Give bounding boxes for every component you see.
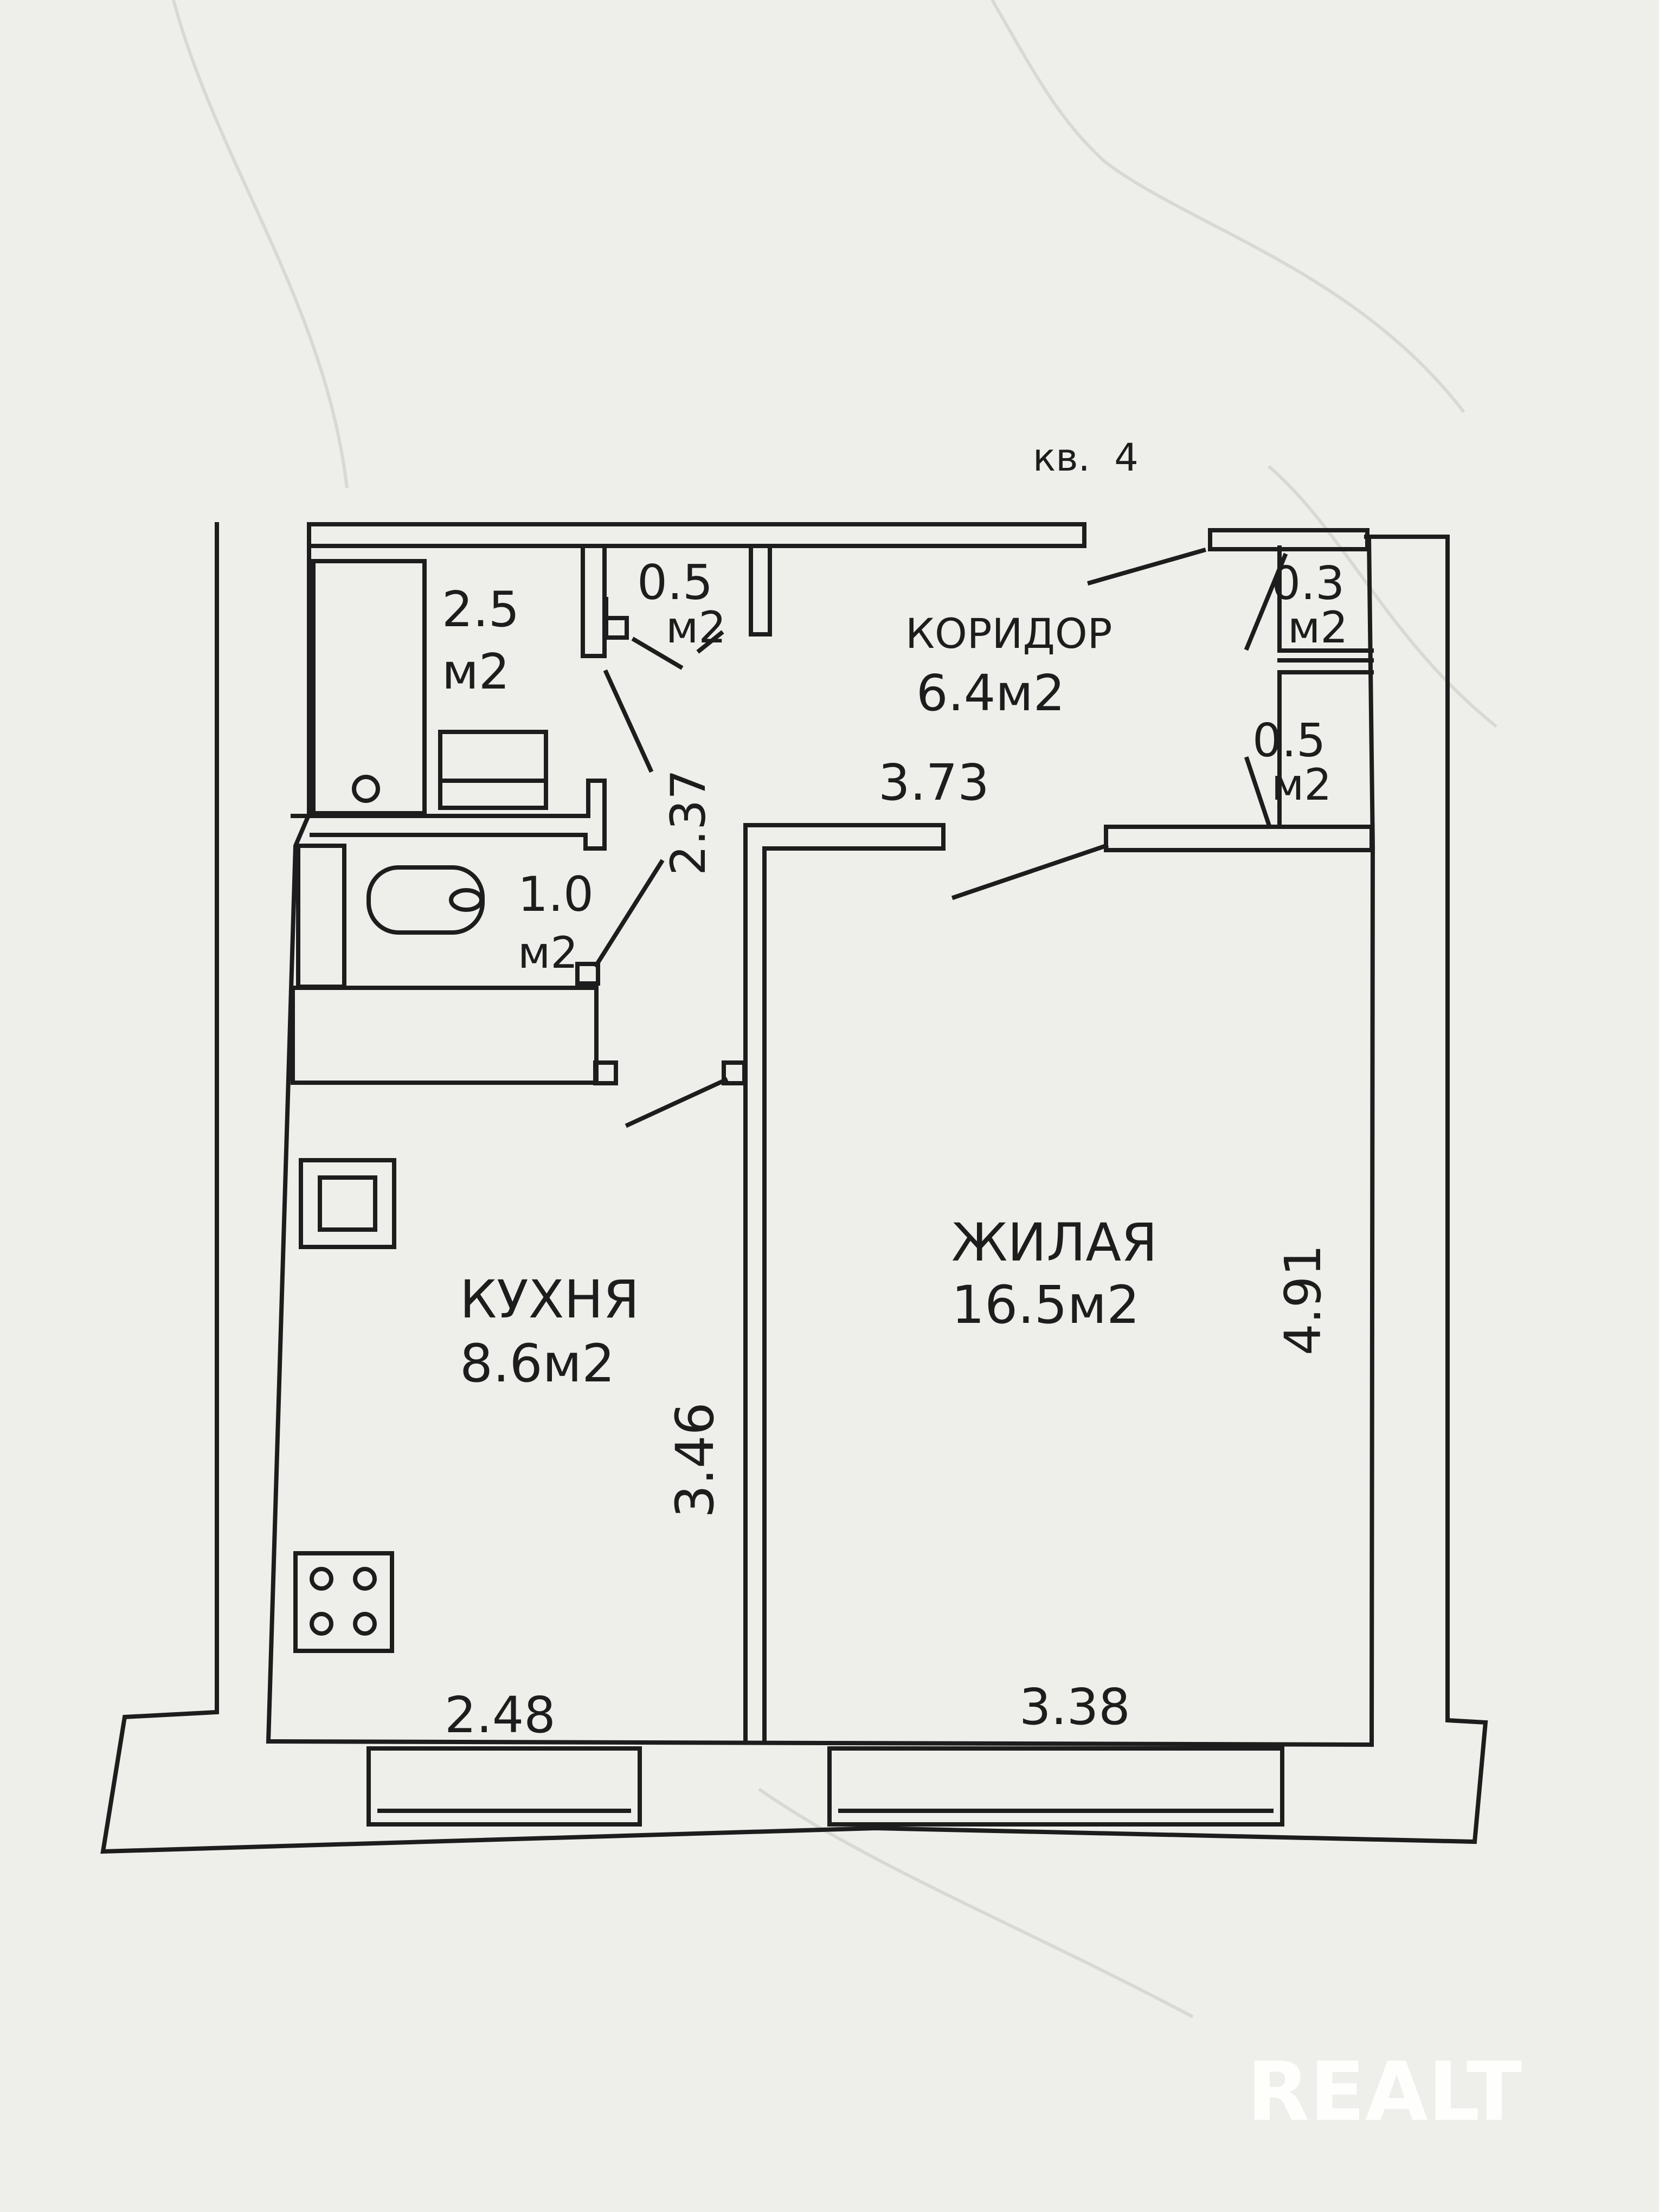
toilet	[366, 865, 485, 935]
stove-burner-2	[353, 1567, 377, 1591]
closet3-walls	[1277, 658, 1374, 674]
closet2-unit: м2	[1288, 602, 1348, 653]
entrance-door-swing	[1087, 548, 1206, 586]
door-swing-bath	[603, 669, 654, 773]
living-name: ЖИЛАЯ	[951, 1212, 1158, 1273]
central-partition	[743, 823, 946, 1744]
living-depth-dim: 4.91	[1274, 1244, 1332, 1355]
kitchen-vent-outer	[299, 1158, 396, 1249]
outer-wall-inner-line	[266, 522, 1375, 1747]
wc-bottom-wall	[291, 986, 599, 1085]
paper-creases	[172, 0, 1497, 2018]
plan-drawing	[100, 522, 1488, 1854]
stove-burner-3	[310, 1612, 333, 1636]
closet3-unit: м2	[1271, 760, 1332, 810]
bathtub-drain	[352, 775, 380, 803]
closet1-unit: м2	[666, 602, 726, 653]
living-width-dim: 3.38	[1019, 1678, 1130, 1736]
door-jamb-1	[604, 616, 629, 640]
living-top-wall	[1104, 825, 1374, 852]
closet2-wall	[1277, 545, 1374, 653]
kitchen-door-jamb	[593, 1060, 618, 1085]
stove-burner-4	[353, 1612, 377, 1636]
closet2-door	[1244, 552, 1288, 651]
toilet-bowl	[449, 888, 484, 912]
door-swing-kitchen	[625, 1077, 729, 1128]
apartment-number: кв. 4	[1033, 435, 1139, 480]
wc-area: 1.0	[518, 866, 594, 922]
bath-area: 2.5	[442, 581, 519, 638]
stove	[293, 1551, 394, 1653]
door-swing-living	[951, 843, 1109, 901]
kitchen-name: КУХНЯ	[460, 1269, 639, 1330]
bath-partition	[581, 544, 607, 658]
stove-burner-1	[310, 1567, 333, 1591]
kitchen-vent-inner	[318, 1175, 377, 1232]
living-window	[827, 1746, 1284, 1827]
bathtub	[311, 559, 427, 815]
bath-wc-partition	[291, 779, 607, 851]
top-wall-left	[307, 522, 1086, 548]
kitchen-depth-dim: 3.46	[665, 1402, 725, 1518]
corridor-name: КОРИДОР	[905, 609, 1112, 658]
corridor-length-dim: 3.73	[878, 754, 989, 812]
door-swing-closet1	[631, 636, 684, 670]
realt-watermark: REALT	[1247, 2045, 1522, 2139]
kitchen-door-jamb-2	[722, 1060, 747, 1085]
hall-depth-dim: 2.37	[660, 769, 716, 876]
top-wall-right	[1208, 528, 1369, 551]
kitchen-width-dim: 2.48	[445, 1686, 556, 1744]
washbasin	[438, 730, 548, 810]
closet3-door	[1244, 670, 1282, 829]
closet2-area: 0.3	[1271, 557, 1345, 610]
living-area: 16.5м2	[951, 1275, 1140, 1335]
outer-wall-outer-line	[100, 522, 1488, 1854]
closet1-area: 0.5	[637, 555, 713, 610]
door-swing-closet1b	[696, 630, 724, 654]
closet1-walls	[749, 544, 772, 636]
wc-door-jamb	[575, 962, 600, 986]
wc-side-wall	[296, 844, 346, 989]
kitchen-window	[366, 1746, 642, 1827]
closet3-area: 0.5	[1252, 714, 1326, 768]
door-swing-wc	[593, 859, 665, 968]
corridor-area: 6.4м2	[916, 664, 1065, 722]
kitchen-area: 8.6м2	[460, 1333, 615, 1394]
bath-unit: м2	[442, 644, 510, 700]
wc-unit: м2	[518, 928, 578, 978]
